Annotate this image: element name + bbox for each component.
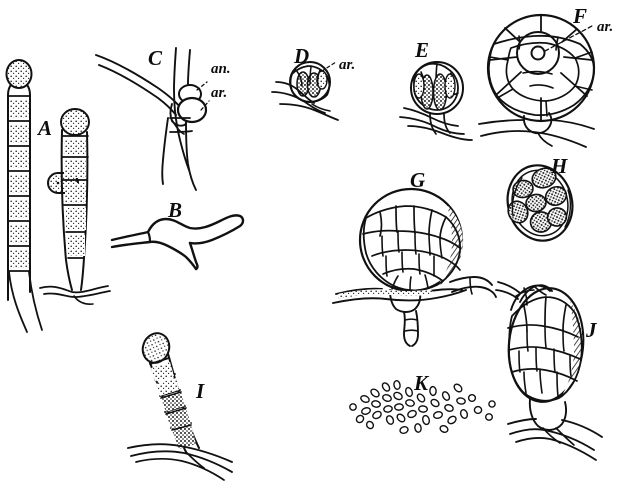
figure-c-conjugation bbox=[95, 47, 210, 191]
figure-label-b: B bbox=[168, 198, 183, 222]
figure-k-scattered-spores bbox=[349, 380, 496, 435]
figure-label-j: J bbox=[586, 318, 597, 342]
figure-label-a: A bbox=[38, 116, 53, 140]
annotation-label-ar-d: ar. bbox=[339, 57, 356, 73]
figure-label-h: H bbox=[551, 154, 568, 178]
figure-label-f: F bbox=[573, 4, 588, 28]
figure-d-young-sporangium bbox=[271, 61, 339, 121]
figure-j-ovoid-body bbox=[495, 281, 603, 461]
figure-label-d: D bbox=[294, 44, 310, 68]
figure-label-i: I bbox=[196, 379, 205, 403]
figure-h-oospore-body bbox=[506, 164, 574, 242]
figure-label-k: K bbox=[414, 371, 429, 395]
figure-a-right-filament bbox=[39, 108, 111, 305]
annotation-label-ar-c: ar. bbox=[211, 85, 228, 101]
figure-a-left-filament bbox=[5, 59, 43, 333]
figure-label-g: G bbox=[410, 168, 426, 192]
figure-label-c: C bbox=[148, 46, 163, 70]
figure-b-branching-hypha bbox=[110, 214, 245, 271]
annotation-label-an-c: an. bbox=[211, 61, 231, 77]
annotation-label-ar-f: ar. bbox=[597, 19, 614, 35]
figure-label-e: E bbox=[415, 38, 430, 62]
figure-f-mature-sporangium bbox=[478, 13, 596, 148]
figure-i-erect-filament bbox=[127, 332, 233, 481]
figure-g-globose-body bbox=[332, 187, 497, 347]
figure-e-developing-sporangium bbox=[399, 61, 473, 141]
